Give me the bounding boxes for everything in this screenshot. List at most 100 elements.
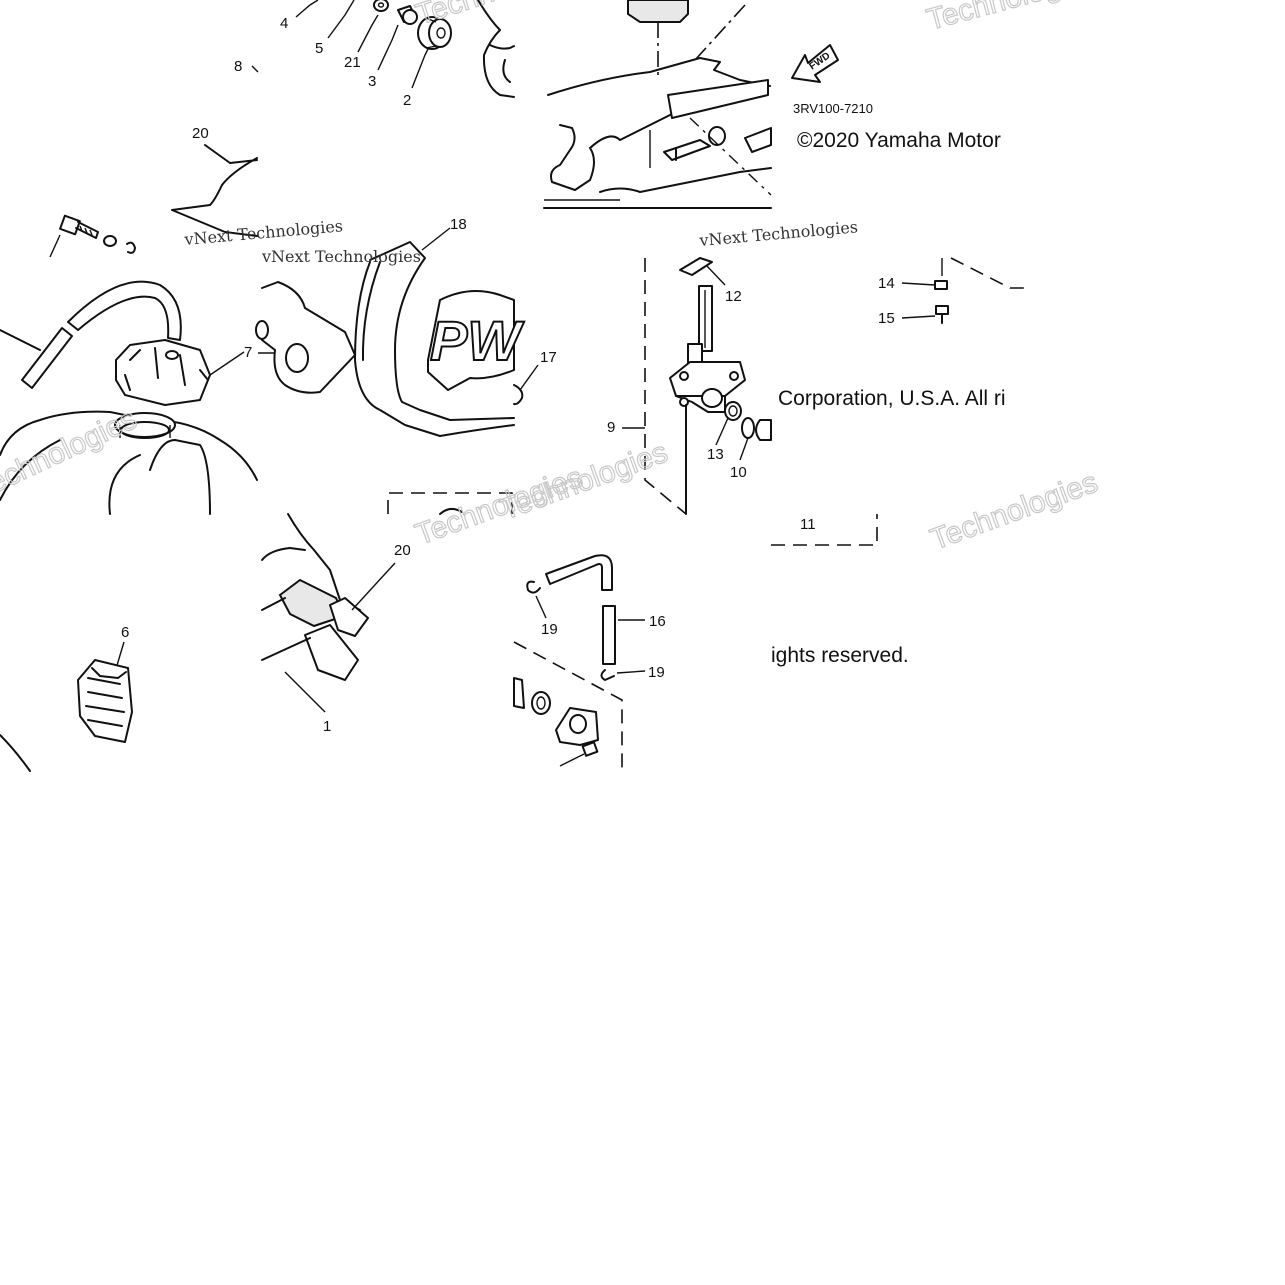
dashed-group-lower [513, 641, 623, 771]
callout-labels: 1 2 3 4 5 6 7 8 9 10 11 12 13 14 15 16 1… [121, 15, 895, 735]
tile-far-bottom-right: ights reserved. Technologies [771, 465, 1103, 667]
nut-part [934, 280, 948, 290]
copyright-line-2: Corporation, U.S.A. All ri [778, 387, 1006, 410]
dashed-group-bottom [771, 514, 878, 546]
frame-crossmember [667, 79, 769, 119]
tile-far-top-right: FWD 3RV100-7210 ©2020 Yamaha Motor Techn… [791, 0, 1102, 152]
o-ring-lower [531, 691, 551, 715]
callout-16[interactable]: 16 [649, 613, 666, 630]
leader-15 [901, 315, 936, 319]
leader-2 [411, 44, 431, 89]
leader-20-top [204, 144, 258, 164]
side-cover-part [354, 241, 515, 437]
callout-7[interactable]: 7 [244, 344, 252, 361]
leader-4 [295, 0, 319, 18]
watermark-text: Technologies [923, 0, 1101, 37]
o-ring-part [724, 401, 742, 421]
copyright-line-3: ights reserved. [771, 644, 909, 667]
bracket-part [513, 677, 525, 709]
tile-top-right [543, 0, 772, 209]
callout-6[interactable]: 6 [121, 624, 129, 641]
callout-9[interactable]: 9 [607, 419, 615, 436]
leader-14 [901, 282, 936, 286]
leader-19b [616, 670, 646, 674]
callout-10[interactable]: 10 [730, 464, 747, 481]
frame-tab [477, 0, 515, 98]
hose-clip-part [600, 669, 615, 681]
part-number-code: 3RV100-7210 [793, 101, 873, 116]
callout-15[interactable]: 15 [878, 310, 895, 327]
leader-12 [705, 264, 726, 286]
tile-top-left [49, 65, 259, 258]
callout-11[interactable]: 11 [800, 516, 816, 533]
flange-part [555, 707, 599, 746]
leader-18 [421, 227, 451, 251]
callout-20-upper[interactable]: 20 [192, 125, 209, 142]
callout-18[interactable]: 18 [450, 216, 467, 233]
leader-8 [251, 65, 259, 73]
breather-hose-part [0, 280, 182, 389]
watermark-text: Technologies [926, 466, 1102, 557]
leader-7 [209, 351, 245, 376]
callout-20-lower[interactable]: 20 [394, 542, 411, 559]
clip-small [126, 241, 136, 254]
fuel-filter-part [679, 257, 713, 276]
frame-bracket [261, 281, 356, 394]
damper-pad-part [77, 659, 133, 743]
callout-2[interactable]: 2 [403, 92, 411, 109]
watermark-text: Technologies [0, 402, 142, 506]
leader-3 [377, 24, 399, 71]
shroud-fragment-left [171, 157, 258, 237]
bolt-part [49, 214, 99, 258]
pw-logo: PW [427, 290, 525, 391]
callout-4[interactable]: 4 [280, 15, 288, 32]
copyright-line-1: ©2020 Yamaha Motor [797, 129, 1001, 152]
svg-text:PW: PW [430, 309, 524, 372]
callout-21[interactable]: 21 [344, 54, 361, 71]
leader-1 [284, 671, 326, 713]
tile-top-middle: Technologies [295, 0, 589, 98]
leader-17 [519, 364, 539, 391]
hose-clip-part [526, 580, 541, 594]
tank-edge [0, 734, 31, 772]
washer-small [103, 235, 117, 247]
grommet-part [417, 16, 452, 50]
fuel-pipe-part [545, 554, 616, 665]
screw-part [935, 305, 949, 324]
callout-5[interactable]: 5 [315, 40, 323, 57]
leader-10 [739, 437, 749, 461]
watermark-vnext: vNext Technologies [261, 247, 421, 266]
watermark-vnext: vNext Technologies [698, 217, 859, 250]
leader-5 [327, 0, 355, 39]
callout-13[interactable]: 13 [707, 446, 724, 463]
seat-pad-part [627, 0, 689, 23]
fuel-tank-part [0, 410, 258, 515]
tile-bottom-middle: Technologies [261, 460, 588, 713]
dashed-group-box [387, 492, 513, 514]
tile-far-mid-right: Corporation, U.S.A. All ri [771, 257, 1030, 546]
callout-14[interactable]: 14 [878, 275, 895, 292]
collar-part [397, 5, 418, 25]
leader-21 [357, 14, 379, 53]
callout-3[interactable]: 3 [368, 73, 376, 90]
watermark-vnext: vNext Technologies [183, 216, 344, 249]
tile-bottom-right [513, 554, 646, 771]
callout-12[interactable]: 12 [725, 288, 742, 305]
dashed-group-right [950, 257, 1030, 289]
callout-19-upper[interactable]: 19 [541, 621, 558, 638]
fuel-cap-part [115, 339, 211, 406]
callout-19-lower[interactable]: 19 [648, 664, 665, 681]
callout-17[interactable]: 17 [540, 349, 557, 366]
fuel-cock-part [669, 285, 746, 515]
mount-hole [708, 126, 726, 146]
callout-1[interactable]: 1 [323, 718, 331, 735]
screw-lower [559, 741, 599, 767]
tile-bottom-left [0, 641, 133, 772]
seat-damper-part [261, 578, 369, 681]
leader-20-bottom [351, 562, 396, 611]
leader-13 [715, 417, 729, 446]
fwd-arrow-icon: FWD [791, 44, 839, 83]
callout-8[interactable]: 8 [234, 58, 242, 75]
washer-part [373, 0, 389, 12]
